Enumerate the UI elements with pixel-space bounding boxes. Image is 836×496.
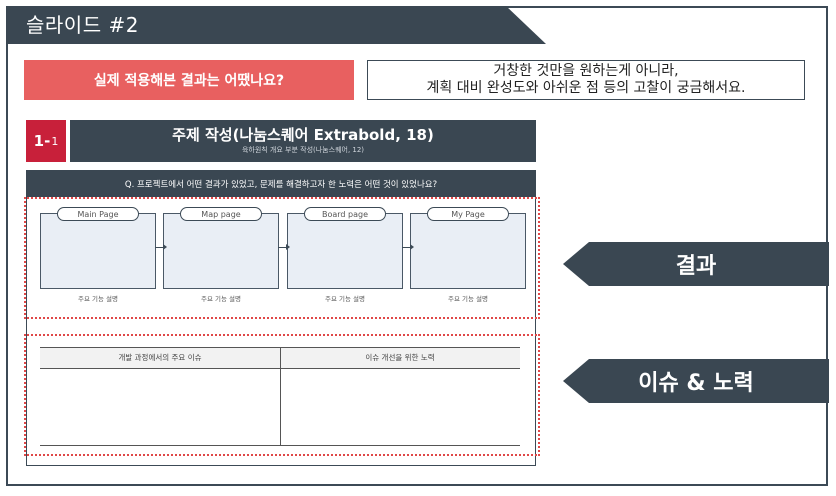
question-note-line1: 거창한 것만을 원하는게 아니라, — [493, 63, 679, 79]
section-subtitle: 육하원칙 개요 부분 작성(나눔스퀘어, 12) — [241, 146, 365, 154]
question-note: 거창한 것만을 원하는게 아니라, 계획 대비 완성도와 아쉬운 점 등의 고찰… — [367, 63, 805, 97]
result-tag: 결과 — [563, 242, 829, 286]
page-desc-my: 주요 기능 설명 — [447, 295, 488, 303]
section-bar — [70, 120, 536, 162]
page-name-board: Board page — [304, 207, 386, 221]
arrow-right-icon — [278, 244, 290, 250]
page-name-map: Map page — [180, 207, 262, 221]
result-highlight — [24, 197, 540, 319]
arrow-right-icon — [155, 244, 167, 250]
page-desc-board: 주요 기능 설명 — [324, 295, 365, 303]
page-card-main — [40, 213, 156, 289]
panel-question: Q. 프로젝트에서 어떤 결과가 있었고, 문제를 해결하고자 한 노력은 어떤… — [26, 170, 536, 197]
table-bottom-line — [40, 445, 520, 446]
section-number-sub: 1 — [51, 134, 59, 148]
page-name-my: My Page — [427, 207, 509, 221]
question-label: 실제 적용해본 결과는 어땠나요? — [24, 60, 354, 100]
page-desc-main: 주요 기능 설명 — [77, 295, 118, 303]
issue-col-header: 개발 과정에서의 주요 이슈 — [118, 353, 202, 362]
question-note-line2: 계획 대비 완성도와 아쉬운 점 등의 고찰이 궁금해서요. — [426, 80, 746, 96]
page-desc-map: 주요 기능 설명 — [200, 295, 241, 303]
effort-col-header: 이슈 개선을 위한 노력 — [365, 353, 435, 362]
page-card-board — [287, 213, 403, 289]
issue-highlight — [24, 334, 540, 456]
arrow-right-icon — [402, 244, 414, 250]
section-number-main: 1- — [33, 132, 51, 150]
table-divider — [280, 347, 281, 446]
page-name-main: Main Page — [57, 207, 139, 221]
section-number: 1-1 — [26, 120, 66, 162]
slide-title: 슬라이드 #2 — [26, 13, 139, 37]
section-title: 주제 작성(나눔스퀘어 Extrabold, 18) — [172, 126, 434, 144]
slide-header — [6, 6, 546, 44]
issue-tag: 이슈 & 노력 — [563, 359, 829, 403]
question-note-box — [367, 60, 805, 100]
page-card-map — [163, 213, 279, 289]
